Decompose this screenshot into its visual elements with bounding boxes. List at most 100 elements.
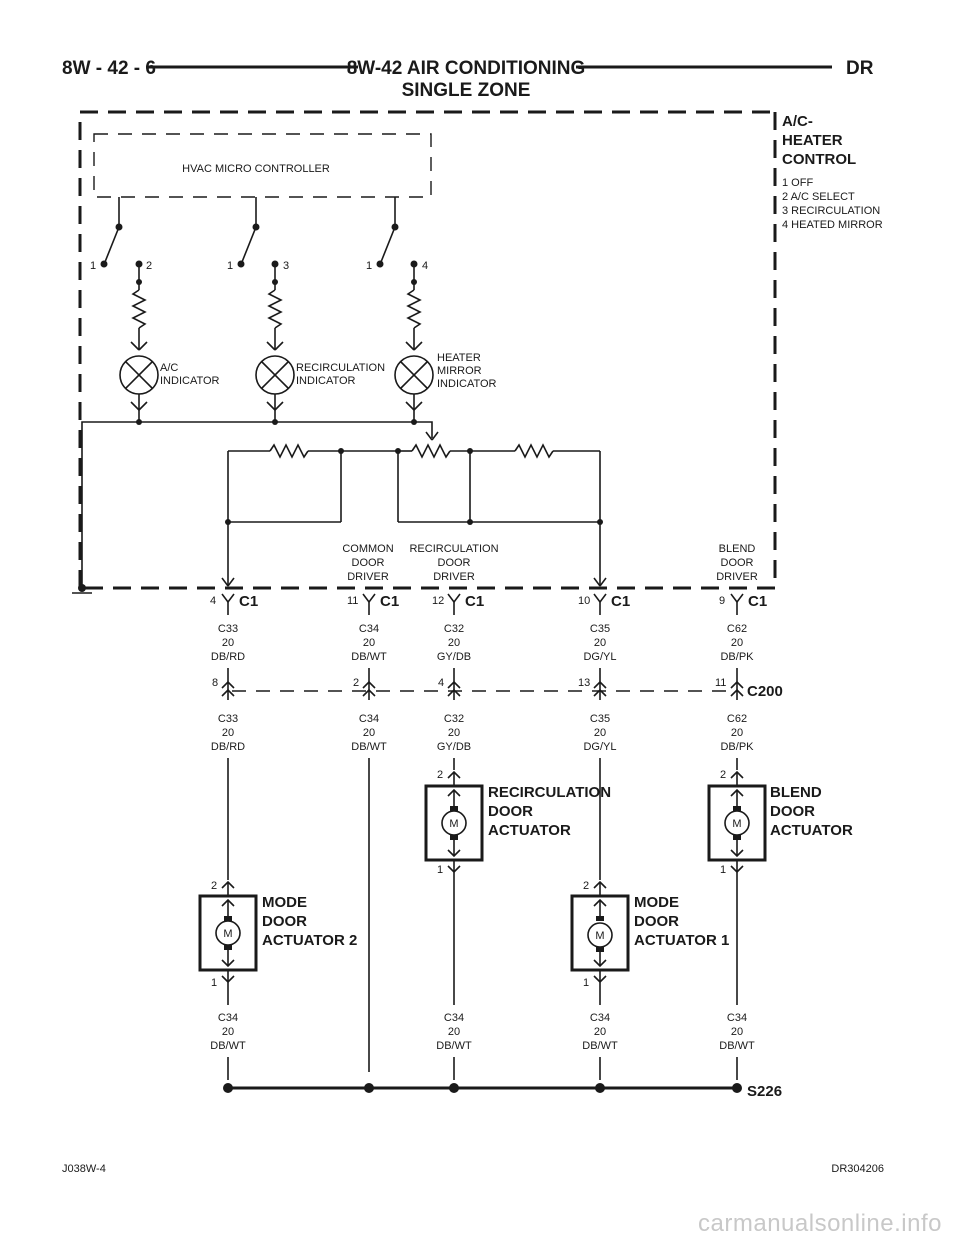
wire-c34-lower-1-circuit: C34 <box>218 1012 238 1024</box>
mode2-actuator-label-2: DOOR <box>262 913 307 930</box>
recirculation-indicator-label-2: INDICATOR <box>296 375 356 387</box>
blend-actuator-label-2: DOOR <box>770 803 815 820</box>
middle-wire-labels: C33 20 DB/RD C34 20 DB/WT C32 20 GY/DB C… <box>211 713 754 753</box>
ac-indicator-label-2: INDICATOR <box>160 375 220 387</box>
wire-c35-mid-gauge: 20 <box>594 727 606 739</box>
blend-actuator-label-3: ACTUATOR <box>770 822 853 839</box>
wire-c62-upper-color: DB/PK <box>720 651 754 663</box>
heater-mirror-indicator-label-3: INDICATOR <box>437 378 497 390</box>
wire-c62-mid-gauge: 20 <box>731 727 743 739</box>
wire-c32-upper-color: GY/DB <box>437 651 471 663</box>
switch-mirror-pin-left: 1 <box>366 260 372 272</box>
recirc-actuator-label-3: ACTUATOR <box>488 822 571 839</box>
wire-c34-lower-1-gauge: 20 <box>222 1026 234 1038</box>
page-ref: 8W - 42 - 6 <box>62 58 156 79</box>
recirc-actuator-label-1: RECIRCULATION <box>488 784 611 801</box>
control-title-line-1: A/C- <box>782 113 813 130</box>
c200-pin-2: 2 <box>353 677 359 689</box>
mode2-actuator-pin-bottom: 1 <box>211 977 217 989</box>
wire-c32-upper-circuit: C32 <box>444 623 464 635</box>
wire-c34-mid-color: DB/WT <box>351 741 387 753</box>
c1-connector-row: 4 C1 11 C1 12 C1 10 C1 9 C1 <box>210 593 767 615</box>
mode1-actuator-pin-top: 2 <box>583 880 589 892</box>
c1-pin-12-connector: C1 <box>465 593 484 610</box>
wire-c34-lower-3-gauge: 20 <box>594 1026 606 1038</box>
driver-labels: COMMON DOOR DRIVER RECIRCULATION DOOR DR… <box>342 543 758 583</box>
c1-pin-12-number: 12 <box>432 595 444 607</box>
wire-c32-mid-gauge: 20 <box>448 727 460 739</box>
c200-label: C200 <box>747 683 783 700</box>
common-driver-label-2: DOOR <box>352 557 385 569</box>
c1-pin-4-number: 4 <box>210 595 216 607</box>
mode1-actuator-label-2: DOOR <box>634 913 679 930</box>
switch-mirror: 1 4 <box>366 197 428 272</box>
recirc-actuator-pin-top: 2 <box>437 769 443 781</box>
wire-c34-mid-gauge: 20 <box>363 727 375 739</box>
upper-wire-labels: C33 20 DB/RD C34 20 DB/WT C32 20 GY/DB C… <box>211 623 754 663</box>
indicator-return-bus <box>72 421 439 594</box>
micro-controller-label: HVAC MICRO CONTROLLER <box>182 163 330 175</box>
recirc-driver-label-3: DRIVER <box>433 571 475 583</box>
mode2-motor-symbol: M <box>223 928 232 940</box>
common-driver-label-1: COMMON <box>342 543 393 555</box>
wire-c34-upper-circuit: C34 <box>359 623 379 635</box>
indicator-chain-ac: A/C INDICATOR <box>119 264 220 425</box>
mode1-actuator-label-3: ACTUATOR 1 <box>634 932 729 949</box>
wire-c34-lower-3-color: DB/WT <box>582 1040 618 1052</box>
c1-pin-9-connector: C1 <box>748 593 767 610</box>
footer-right-code: DR304206 <box>831 1163 884 1175</box>
blend-driver-label-2: DOOR <box>721 557 754 569</box>
wire-c34-lower-4-gauge: 20 <box>731 1026 743 1038</box>
wire-c62-upper-gauge: 20 <box>731 637 743 649</box>
model-code: DR <box>846 58 874 79</box>
mode1-actuator-label-1: MODE <box>634 894 679 911</box>
recirc-actuator-label-2: DOOR <box>488 803 533 820</box>
recirc-driver-label-1: RECIRCULATION <box>409 543 498 555</box>
control-legend: 1 OFF 2 A/C SELECT 3 RECIRCULATION 4 HEA… <box>782 177 883 231</box>
wire-c32-mid-circuit: C32 <box>444 713 464 725</box>
switch-mirror-pin-right: 4 <box>422 260 428 272</box>
page-header: 8W - 42 - 6 8W-42 AIR CONDITIONING DR SI… <box>62 58 874 101</box>
mode1-actuator-pin-bottom: 1 <box>583 977 589 989</box>
switch-recirc: 1 3 <box>227 197 289 272</box>
wire-c34-lower-4-circuit: C34 <box>727 1012 747 1024</box>
switch-recirc-pin-left: 1 <box>227 260 233 272</box>
wire-c32-mid-color: GY/DB <box>437 741 471 753</box>
legend-item-heated-mirror: 4 HEATED MIRROR <box>782 219 883 231</box>
mode2-actuator-pin-top: 2 <box>211 880 217 892</box>
legend-item-ac-select: 2 A/C SELECT <box>782 191 855 203</box>
blend-actuator-pin-top: 2 <box>720 769 726 781</box>
wire-c33-upper-color: DB/RD <box>211 651 245 663</box>
control-module-outline <box>78 110 777 590</box>
recirc-actuator-pin-bottom: 1 <box>437 864 443 876</box>
splice-s226: S226 <box>223 1057 782 1100</box>
wire-c34-lower-2-gauge: 20 <box>448 1026 460 1038</box>
wire-c35-upper-circuit: C35 <box>590 623 610 635</box>
blend-actuator-pin-bottom: 1 <box>720 864 726 876</box>
wire-c34-mid-circuit: C34 <box>359 713 379 725</box>
c1-pin-10-connector: C1 <box>611 593 630 610</box>
blend-door-actuator: 2 M 1 BLEND DOOR ACTUATOR <box>707 769 853 1005</box>
ac-indicator-label-1: A/C <box>160 362 178 374</box>
wire-c35-mid-circuit: C35 <box>590 713 610 725</box>
blend-motor-symbol: M <box>732 818 741 830</box>
wire-c35-upper-gauge: 20 <box>594 637 606 649</box>
splice-label: S226 <box>747 1083 782 1100</box>
blend-actuator-label-1: BLEND <box>770 784 822 801</box>
mode1-motor-symbol: M <box>595 930 604 942</box>
page-subtitle: SINGLE ZONE <box>402 80 531 101</box>
page-title: 8W-42 AIR CONDITIONING <box>347 58 586 79</box>
wire-c34-upper-gauge: 20 <box>363 637 375 649</box>
c200-pin-11: 11 <box>715 677 726 689</box>
mode2-actuator-label-1: MODE <box>262 894 307 911</box>
c200-pin-8: 8 <box>212 677 218 689</box>
c1-pin-4-connector: C1 <box>239 593 258 610</box>
wire-c33-mid-circuit: C33 <box>218 713 238 725</box>
c1-pin-10-number: 10 <box>578 595 590 607</box>
lower-wire-labels: C34 20 DB/WT C34 20 DB/WT C34 20 DB/WT C… <box>210 1012 755 1052</box>
wire-c34-lower-2-color: DB/WT <box>436 1040 472 1052</box>
wire-c35-mid-color: DG/YL <box>583 741 616 753</box>
recirc-driver-label-2: DOOR <box>438 557 471 569</box>
c200-connector: 8 2 4 13 11 C200 <box>212 668 783 700</box>
